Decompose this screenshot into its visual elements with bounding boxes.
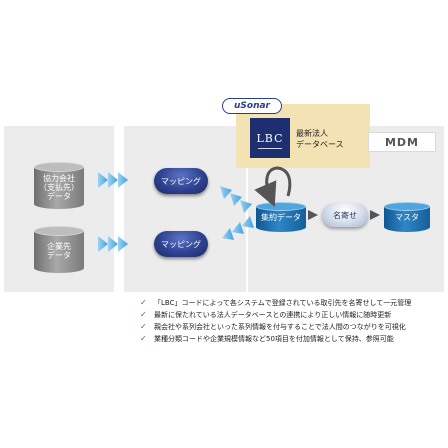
feature-item: ✓ 親会社や系列会社といった系列情報を付与することで法人間のつながりを可視化: [140, 321, 444, 333]
chevron-arrow-icon: [220, 186, 252, 213]
feature-text: 最新に保たれている法人データベースとの連携により正しい情報に随時更新: [154, 311, 392, 319]
chevron-arrow-icon: [370, 210, 380, 220]
feature-item: ✓ 最新に保たれている法人データベースとの連携により正しい情報に随時更新: [140, 309, 444, 321]
lbc-logo: LBC: [250, 118, 290, 158]
lbc-update-arrow: [254, 166, 292, 208]
master-db: マスタ: [384, 202, 430, 232]
chevron-arrow-icon: [98, 172, 128, 188]
usonar-logo: uSonar: [222, 98, 282, 114]
check-icon: ✓: [140, 310, 147, 319]
source-line: （支払先）: [39, 183, 79, 192]
cylinder-top: [34, 162, 84, 172]
feature-text: 業種分類コードや企業規模情報など50項目を付加情報として保持、参照可能: [154, 335, 394, 343]
source-line: 協力会社: [43, 174, 75, 183]
source-line: 企業先: [47, 242, 71, 251]
feature-item: ✓ 「LBC」コードによって各システムで登録されている取引先を名寄せして一元管理: [140, 297, 444, 309]
check-icon: ✓: [140, 322, 147, 331]
source-db-client-label: 企業先 データ: [34, 242, 84, 260]
lbc-logo-underline: [258, 148, 282, 149]
check-icon: ✓: [140, 298, 147, 307]
feature-text: 「LBC」コードによって各システムで登録されている取引先を名寄せして一元管理: [154, 299, 412, 307]
source-line: データ: [47, 251, 71, 260]
master-db-label: マスタ: [395, 213, 419, 222]
lbc-logo-text: LBC: [256, 132, 284, 145]
feature-list: ✓ 「LBC」コードによって各システムで登録されている取引先を名寄せして一元管理…: [140, 297, 444, 345]
cylinder-top: [384, 202, 430, 211]
lbc-caption-line-2: データベース: [296, 140, 344, 149]
check-icon: ✓: [140, 334, 147, 343]
feature-item: ✓ 業種分類コードや企業規模情報など50項目を付加情報として保持、参照可能: [140, 333, 444, 345]
source-line: データ: [47, 192, 71, 201]
cylinder-top: [34, 226, 84, 236]
chevron-arrow-icon: [222, 216, 254, 240]
mdm-label: MDM: [368, 132, 436, 152]
aggregated-db-label: 集約データ: [261, 213, 301, 222]
aggregated-db: 集約データ: [256, 202, 306, 232]
feature-text: 親会社や系列会社といった系列情報を付与することで法人間のつながりを可視化: [154, 323, 406, 331]
lbc-caption: 最新法人 データベース: [296, 128, 344, 150]
mapping-pill-1: マッピング: [154, 168, 208, 194]
source-db-partner: 協力会社 （支払先） データ: [34, 162, 84, 212]
mapping-panel: [124, 126, 246, 292]
source-db-client: 企業先 データ: [34, 226, 84, 276]
cylinder-body: [34, 167, 84, 209]
lbc-caption-line-1: 最新法人: [296, 129, 328, 138]
cylinder-body: [34, 231, 84, 273]
dedupe-pill: 名寄せ: [322, 203, 368, 227]
chevron-arrow-icon: [308, 210, 318, 220]
source-db-partner-label: 協力会社 （支払先） データ: [34, 174, 84, 201]
chevron-arrow-icon: [98, 236, 128, 252]
mapping-pill-2: マッピング: [154, 231, 208, 257]
